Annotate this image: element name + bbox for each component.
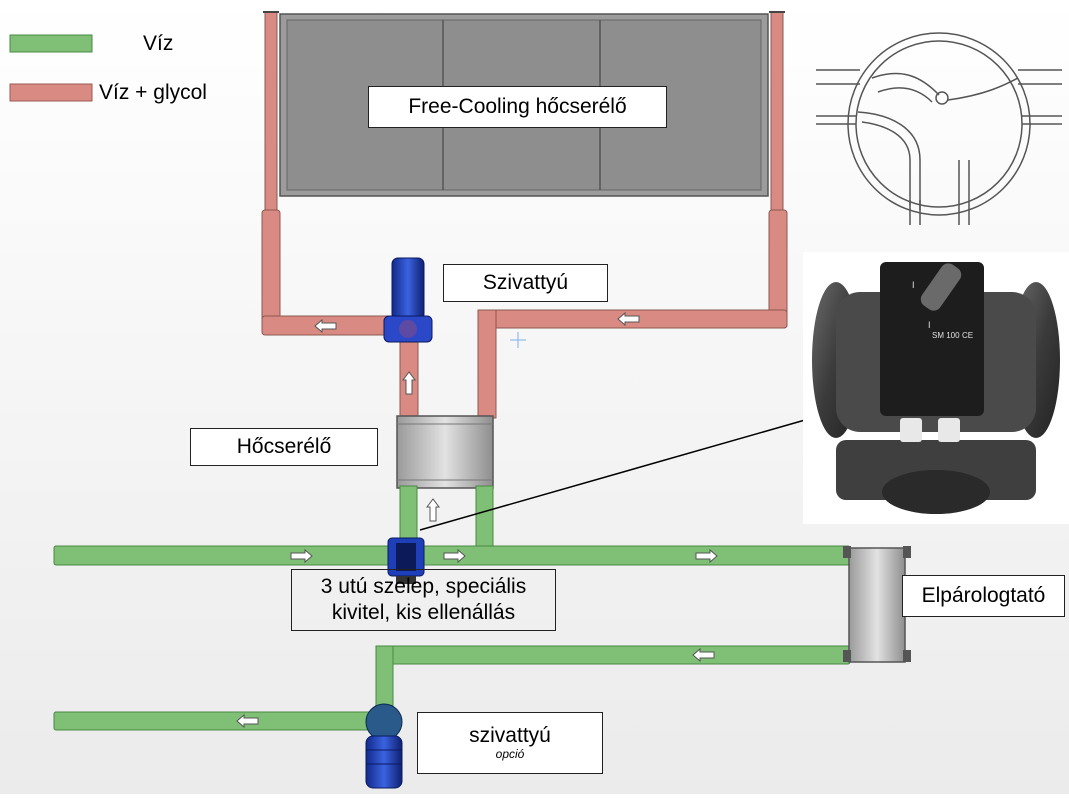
arrow-left-icon [314,318,337,334]
legend-label-glycol: Víz + glycol [99,81,207,104]
heat-exchanger [396,415,494,489]
actuator-model-text: SM 100 [932,331,960,340]
three-way-valve-icon [387,537,425,584]
valve-label: 3 utú szelep, speciális kivitel, kis ell… [291,569,556,631]
legend-swatch-water [9,34,93,53]
arrow-up-icon [426,498,440,522]
valve-cross-section [816,32,1062,225]
arrow-up-icon [402,371,416,395]
pump-top-label: Szivattyú [443,264,608,302]
arrow-right-icon [695,548,718,564]
arrow-left-icon [236,713,259,729]
pump-bottom-note: opció [495,747,525,762]
arrow-left-icon [617,311,640,327]
actuator-scale-low: I [928,320,931,330]
arrow-right-icon [290,548,313,564]
pump-bottom-icon [365,703,403,789]
legend-label-water: Víz [143,32,174,55]
crosshair-marker [510,332,526,348]
valve-label-line2: kivitel, kis ellenállás [331,601,516,624]
legend-swatch-glycol [9,83,93,102]
free-cooling-label: Free-Cooling hőcserélő [368,86,667,128]
pump-bottom-label-text: szivattyú [469,724,551,748]
actuator-valve-photo: SM 100 CE I I [803,252,1069,524]
leader-line [419,417,813,531]
pump-top-icon [383,257,433,343]
evaporator [843,546,911,663]
actuator-scale-high: I [912,280,915,290]
pump-bottom-label: szivattyú opció [417,712,603,774]
actuator-ce-mark: CE [962,331,973,340]
evaporator-label: Elpárologtató [902,575,1065,617]
arrow-right-icon [443,548,466,564]
flow-arrows [236,311,718,729]
heat-exchanger-label: Hőcserélő [190,428,378,466]
valve-label-line1: 3 utú szelep, speciális [320,574,527,598]
arrow-left-icon [692,647,715,663]
